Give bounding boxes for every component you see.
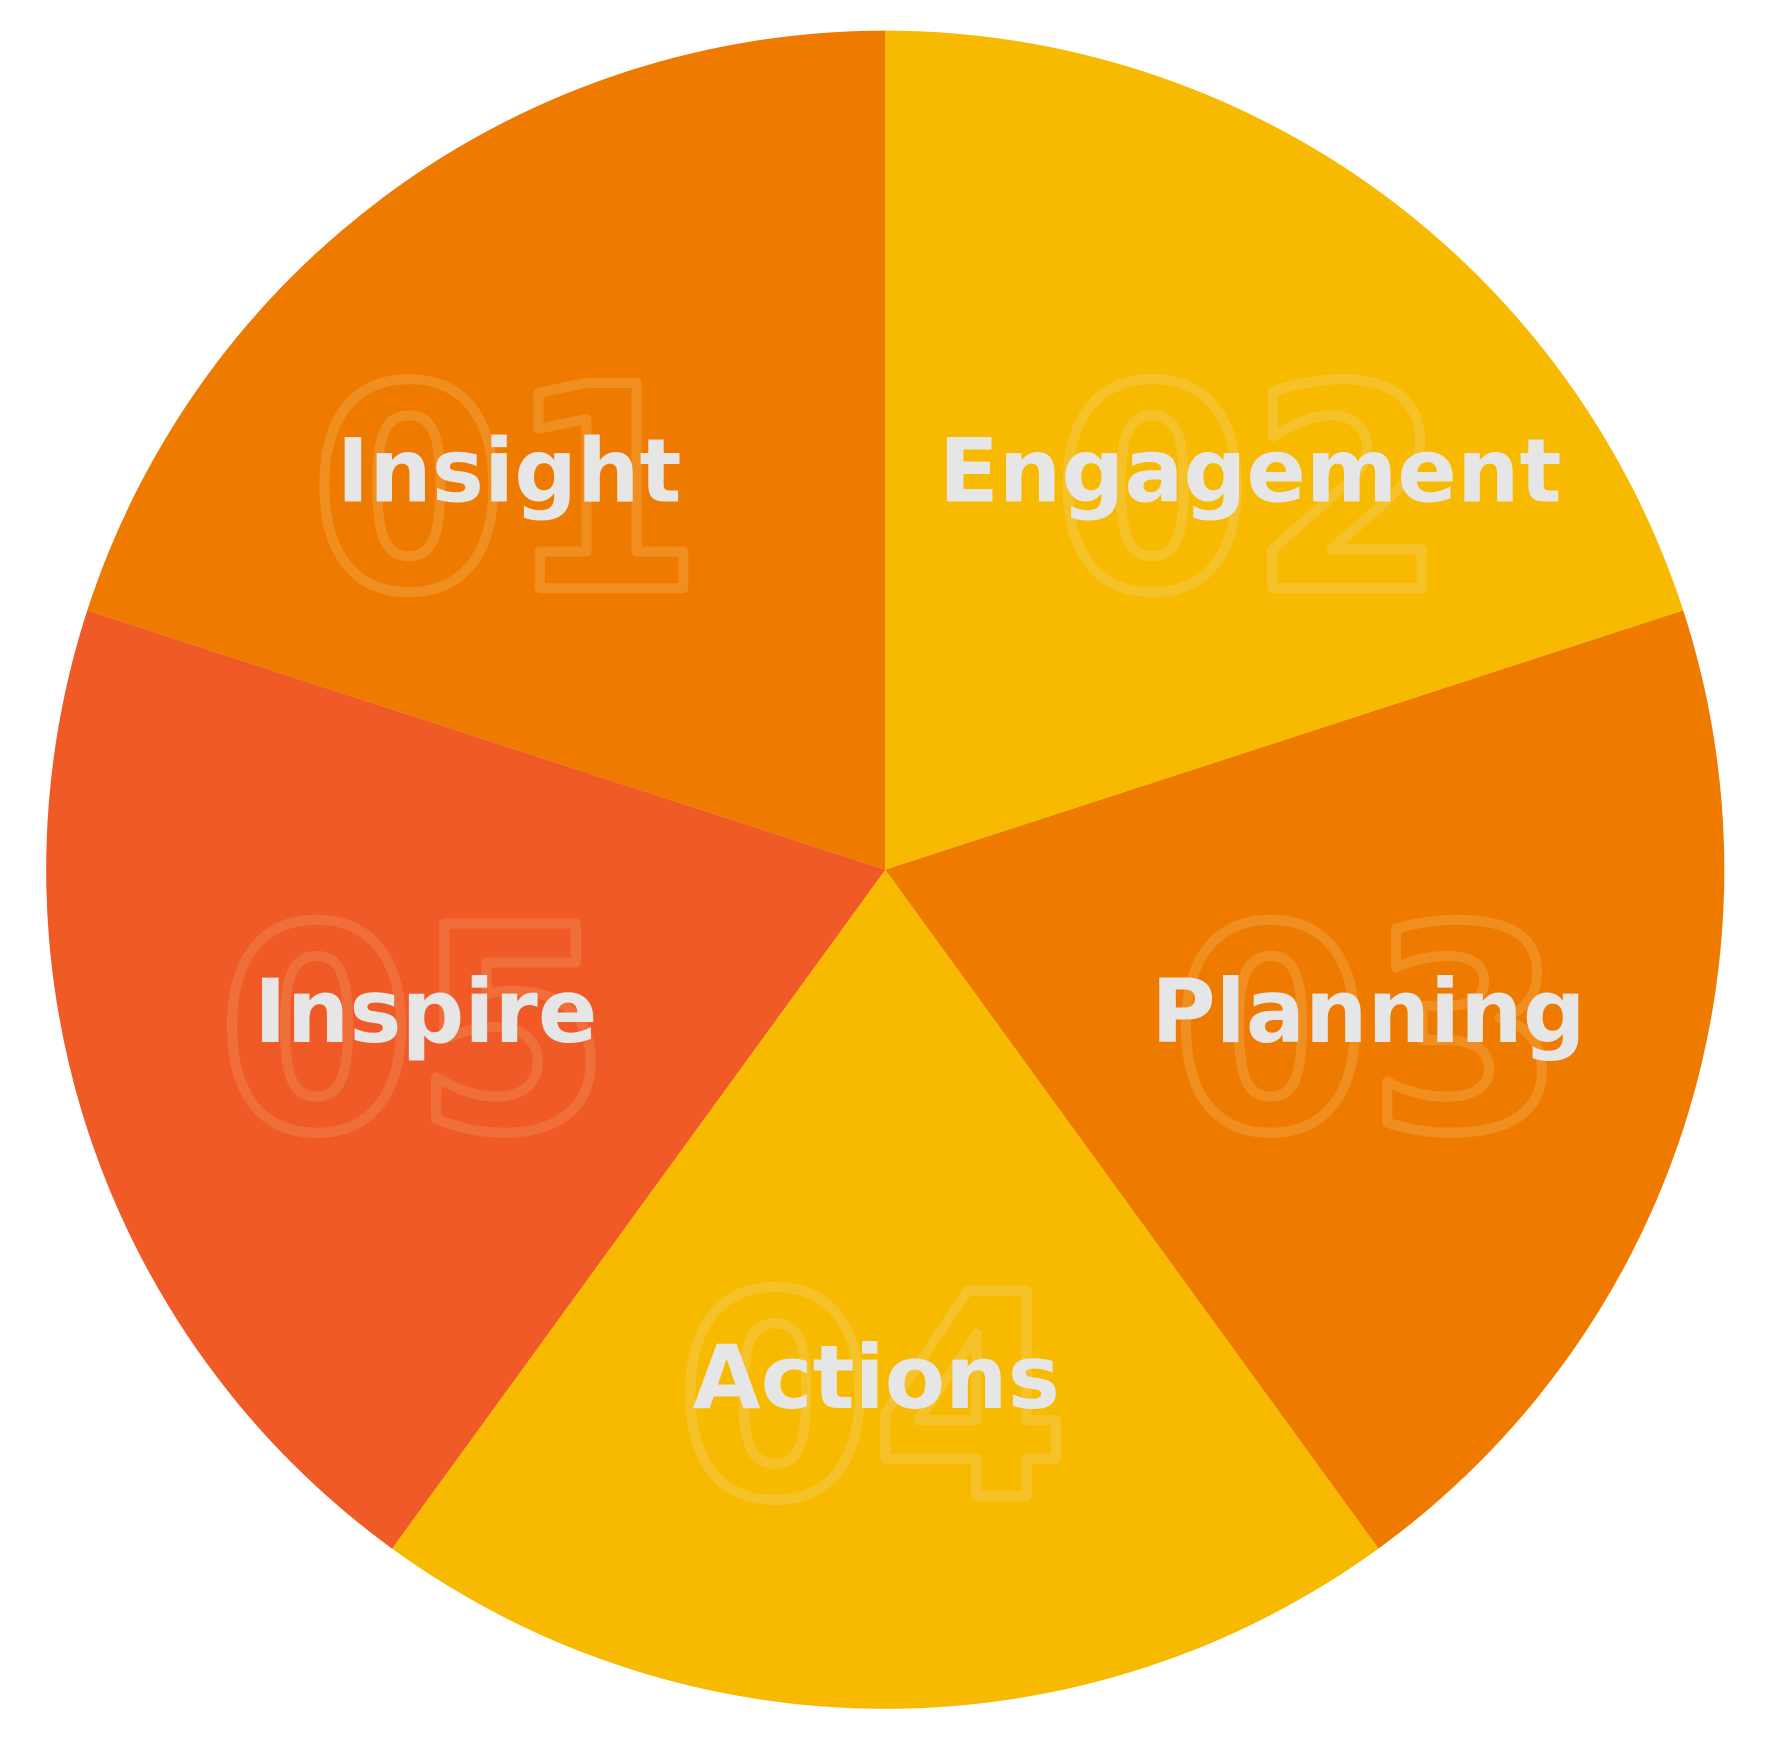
pie-slice-inspire (46, 610, 886, 1549)
pie-slice-insight (87, 30, 886, 870)
segment-number: 04 (677, 1236, 1069, 1563)
segment-number: 02 (1054, 328, 1446, 655)
segment-number: 05 (219, 869, 611, 1196)
segment-label: Engagement (939, 419, 1562, 522)
segment-number: 01 (311, 328, 703, 655)
segment-label: Actions (693, 1326, 1060, 1429)
segment-label: Insight (337, 419, 682, 522)
segment-label: Planning (1151, 960, 1585, 1063)
pie-slice-engagement (885, 30, 1684, 870)
pie-slice-planning (885, 610, 1725, 1549)
segment-label: Inspire (254, 960, 597, 1063)
pie-slice-actions (392, 869, 1379, 1709)
segment-number: 03 (1173, 869, 1565, 1196)
